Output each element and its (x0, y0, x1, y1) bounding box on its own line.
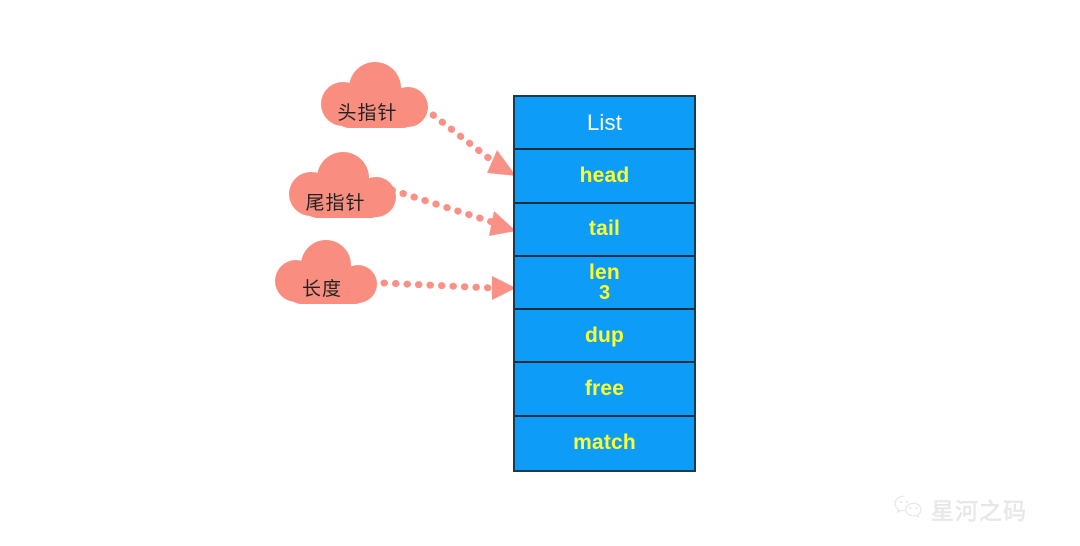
cloud-shape-icon (289, 152, 396, 218)
watermark: 星河之码 (893, 492, 1027, 526)
cloud-length: 长度 (268, 240, 388, 310)
struct-row-len: len 3 (515, 256, 694, 311)
struct-row-tail: tail (515, 203, 694, 257)
struct-field-label: head (579, 163, 630, 187)
wechat-icon (893, 494, 923, 525)
cloud-tail-pointer: 尾指针 (281, 152, 406, 224)
struct-field-label: len (589, 261, 620, 285)
struct-row-head: head (515, 150, 694, 204)
struct-field-label: tail (588, 217, 621, 241)
cloud-head-pointer: 头指针 (313, 62, 438, 134)
struct-field-label: free (584, 377, 625, 401)
struct-field-label: dup (584, 323, 625, 347)
struct-field-label: List (586, 110, 623, 136)
watermark-text: 星河之码 (931, 499, 1027, 526)
cloud-shape-icon (275, 240, 377, 304)
struct-field-label: match (573, 431, 636, 455)
arrow-tail-pointer (388, 186, 516, 236)
cloud-shape-icon (321, 62, 428, 128)
struct-row-free: free (515, 363, 694, 417)
struct-row-dup: dup (515, 310, 694, 364)
struct-field-value: 3 (598, 282, 611, 305)
list-struct-table: List head tail len 3 dup free match (513, 95, 696, 473)
struct-row-match: match (515, 416, 694, 471)
struct-row-list: List (515, 97, 694, 151)
arrow-length-pointer (380, 276, 516, 300)
